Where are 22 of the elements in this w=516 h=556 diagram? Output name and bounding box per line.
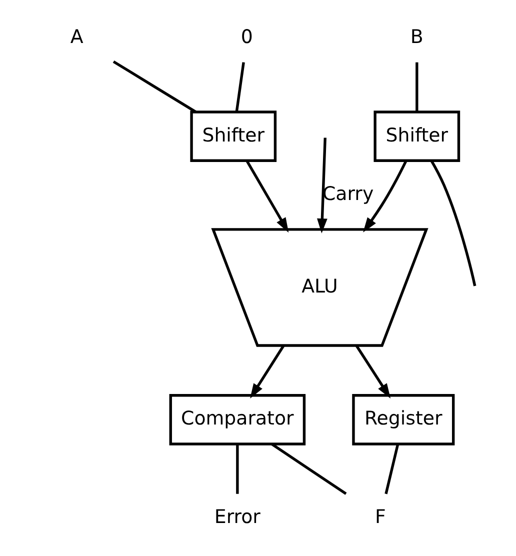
arrow	[355, 344, 391, 398]
arrow	[317, 138, 328, 234]
arrow	[250, 344, 285, 398]
node-text: B	[410, 26, 424, 48]
connector	[430, 160, 476, 286]
node-box: Shifter	[374, 110, 460, 162]
edge-label: Carry	[322, 183, 374, 205]
node-box: Shifter	[190, 110, 277, 162]
connector	[236, 444, 239, 494]
node-text: 0	[240, 26, 253, 48]
arrow	[246, 160, 289, 233]
arrow	[363, 160, 408, 232]
connector	[112, 60, 197, 114]
connector	[270, 442, 347, 495]
node-text: F	[375, 506, 386, 528]
node-text: A	[70, 26, 84, 48]
node-box: Register	[352, 394, 455, 446]
connector	[235, 62, 245, 112]
node-box: Comparator	[169, 394, 306, 446]
connector	[416, 62, 418, 112]
connector	[384, 444, 400, 494]
node-text: Error	[214, 506, 260, 528]
